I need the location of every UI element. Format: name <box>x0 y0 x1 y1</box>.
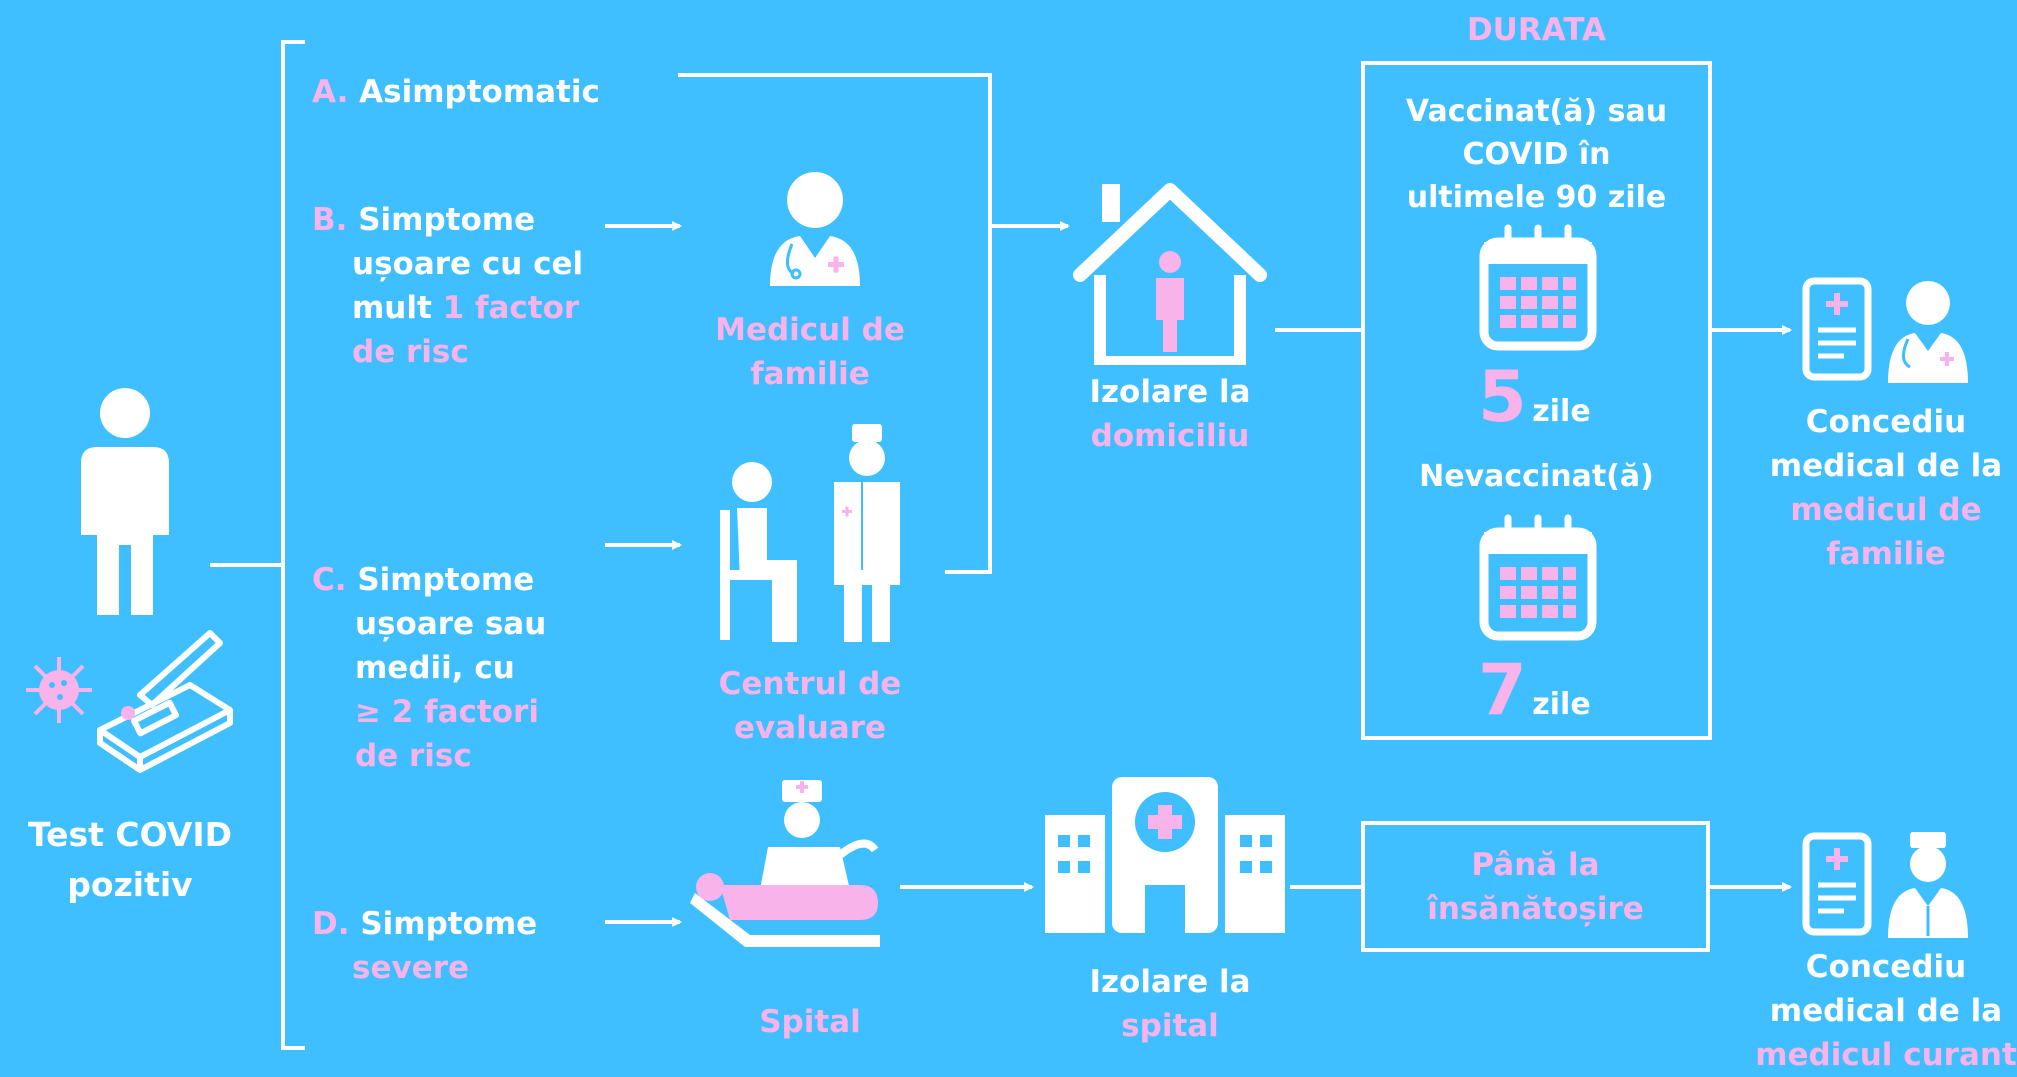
abc-merge-bracket <box>678 73 992 574</box>
rapid-test-icon <box>97 630 233 773</box>
main-bracket <box>281 40 305 1050</box>
duration-box <box>1361 61 1712 740</box>
calendar-icon <box>1479 224 1597 351</box>
home-isolation-label: Izolare la domiciliu <box>1089 374 1251 454</box>
evaluation-center-label: Centrul de evaluare <box>718 666 902 746</box>
start-label: Test COVID pozitiv <box>27 815 232 904</box>
leave-family-label: Concediu medical de la medicul de famili… <box>1769 404 2003 572</box>
calendar-icon <box>1479 514 1597 641</box>
leave-current-label: Concediu medical de la medicul curant <box>1755 949 2017 1073</box>
recovery-label: Până la însănătoșire <box>1427 847 1644 927</box>
person-icon <box>81 388 169 615</box>
duration-header: DURATA <box>1466 12 1607 48</box>
family-doctor-label: Medicul de familie <box>715 312 905 392</box>
sick-leave-doctor-icon <box>1802 832 1968 938</box>
unvaccinated-duration: 7 zile <box>1478 649 1591 731</box>
sick-leave-doctor-icon <box>1802 277 1968 383</box>
vaccinated-duration: 5 zile <box>1478 356 1591 438</box>
hospital-bed-icon <box>690 780 880 947</box>
branch-b-letter: B. Simptome <box>312 202 536 238</box>
patient-doctor-icon <box>720 424 900 642</box>
vaccinated-label: Vaccinat(ă) sau COVID în ultimele 90 zil… <box>1405 94 1668 215</box>
doctor-icon <box>770 172 860 286</box>
branch-c-text: ușoare sau medii, cu ≥ 2 factori de risc <box>355 606 547 774</box>
hospital-building-icon <box>1045 777 1285 933</box>
branch-d: D. Simptome severe <box>312 906 538 986</box>
virus-icon <box>26 657 92 723</box>
hospital-isolation-label: Izolare la spital <box>1089 964 1251 1044</box>
hospital-label: Spital <box>759 1004 861 1040</box>
unvaccinated-label: Nevaccinat(ă) <box>1419 459 1654 494</box>
house-icon <box>1073 183 1267 365</box>
branch-b-text: ușoare cu cel mult 1 factor de risc <box>352 246 584 370</box>
branch-c-letter: C. Simptome <box>312 562 535 598</box>
branch-a: A. Asimptomatic <box>312 74 600 110</box>
